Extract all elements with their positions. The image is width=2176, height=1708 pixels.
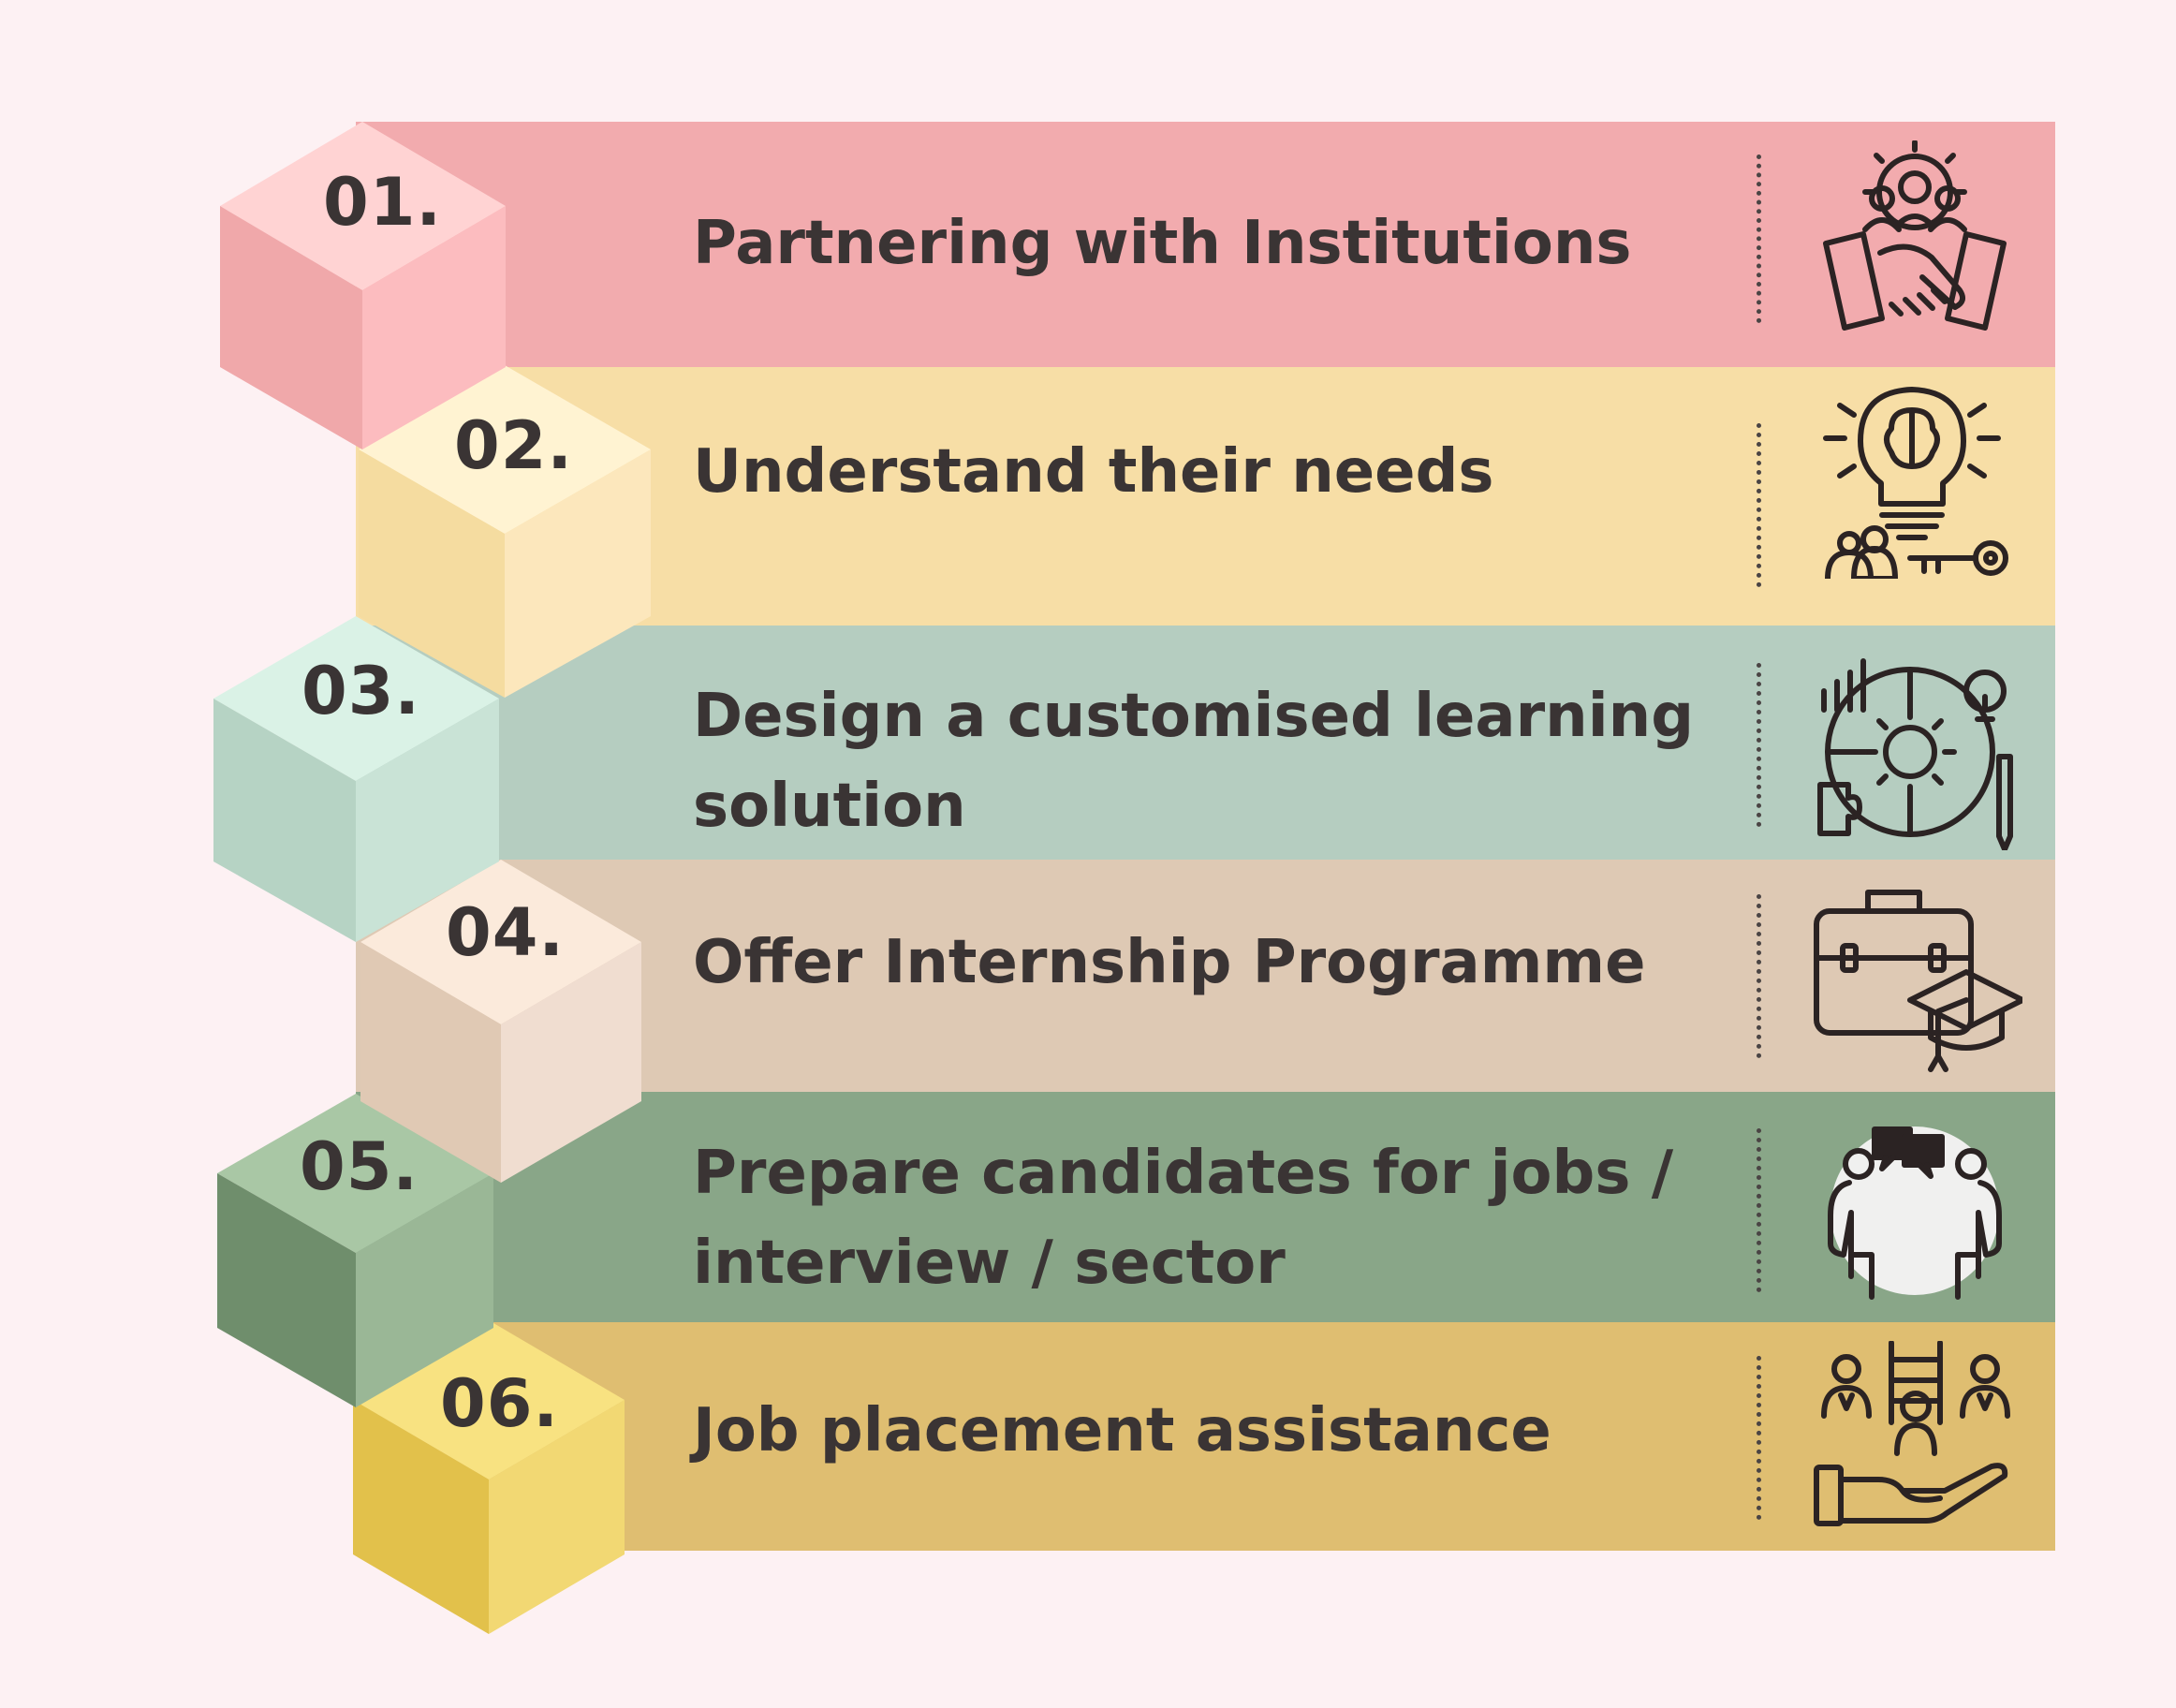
handshake-team-gear-icon [1807, 140, 2022, 337]
step-label-1: Partnering with Institutions [693, 199, 1631, 288]
step-label-5: Prepare candidates for jobs / interview … [693, 1128, 1673, 1308]
divider-3 [1757, 663, 1761, 827]
step-label-3: Design a customised learning solution [693, 671, 1694, 851]
briefcase-graduation-cap-icon [1807, 878, 2025, 1075]
step-label-4-line-1: Offer Internship Programme [693, 928, 1646, 997]
step-cube-1 [220, 122, 506, 449]
divider-2 [1757, 423, 1761, 587]
career-ladder-hand-icon [1807, 1340, 2022, 1538]
divider-4 [1757, 894, 1761, 1058]
step-band-1 [356, 122, 2055, 367]
step-cube-2 [359, 365, 651, 698]
step-number-4: 04. [446, 894, 566, 971]
step-label-5-line-1: Prepare candidates for jobs / [693, 1139, 1674, 1208]
divider-1 [1757, 155, 1761, 323]
step-number-1: 01. [323, 164, 443, 241]
step-band-3 [356, 626, 2055, 860]
step-label-2-line-1: Understand their needs [693, 437, 1494, 507]
divider-5 [1757, 1128, 1761, 1292]
step-label-1-line-1: Partnering with Institutions [693, 209, 1632, 278]
step-number-3: 03. [301, 653, 421, 729]
step-label-3-line-1: Design a customised learning [693, 682, 1695, 751]
step-cube-3 [213, 616, 499, 942]
step-number-5: 05. [300, 1128, 419, 1205]
step-label-2: Understand their needs [693, 427, 1493, 517]
step-label-3-line-2: solution [693, 772, 966, 841]
step-band-5 [356, 1092, 2055, 1322]
step-label-6: Job placement assistance [693, 1386, 1551, 1476]
divider-6 [1757, 1356, 1761, 1520]
step-band-6 [356, 1322, 2055, 1551]
step-label-4: Offer Internship Programme [693, 918, 1645, 1008]
interview-conversation-icon [1807, 1112, 2022, 1309]
step-number-2: 02. [454, 407, 574, 484]
step-label-5-line-2: interview / sector [693, 1229, 1286, 1298]
step-cube-4 [360, 860, 641, 1183]
step-number-6: 06. [440, 1365, 560, 1442]
gear-chart-puzzle-pencil-icon [1807, 654, 2022, 852]
lightbulb-brain-key-icon [1807, 382, 2022, 582]
step-label-6-line-1: Job placement assistance [693, 1396, 1551, 1465]
